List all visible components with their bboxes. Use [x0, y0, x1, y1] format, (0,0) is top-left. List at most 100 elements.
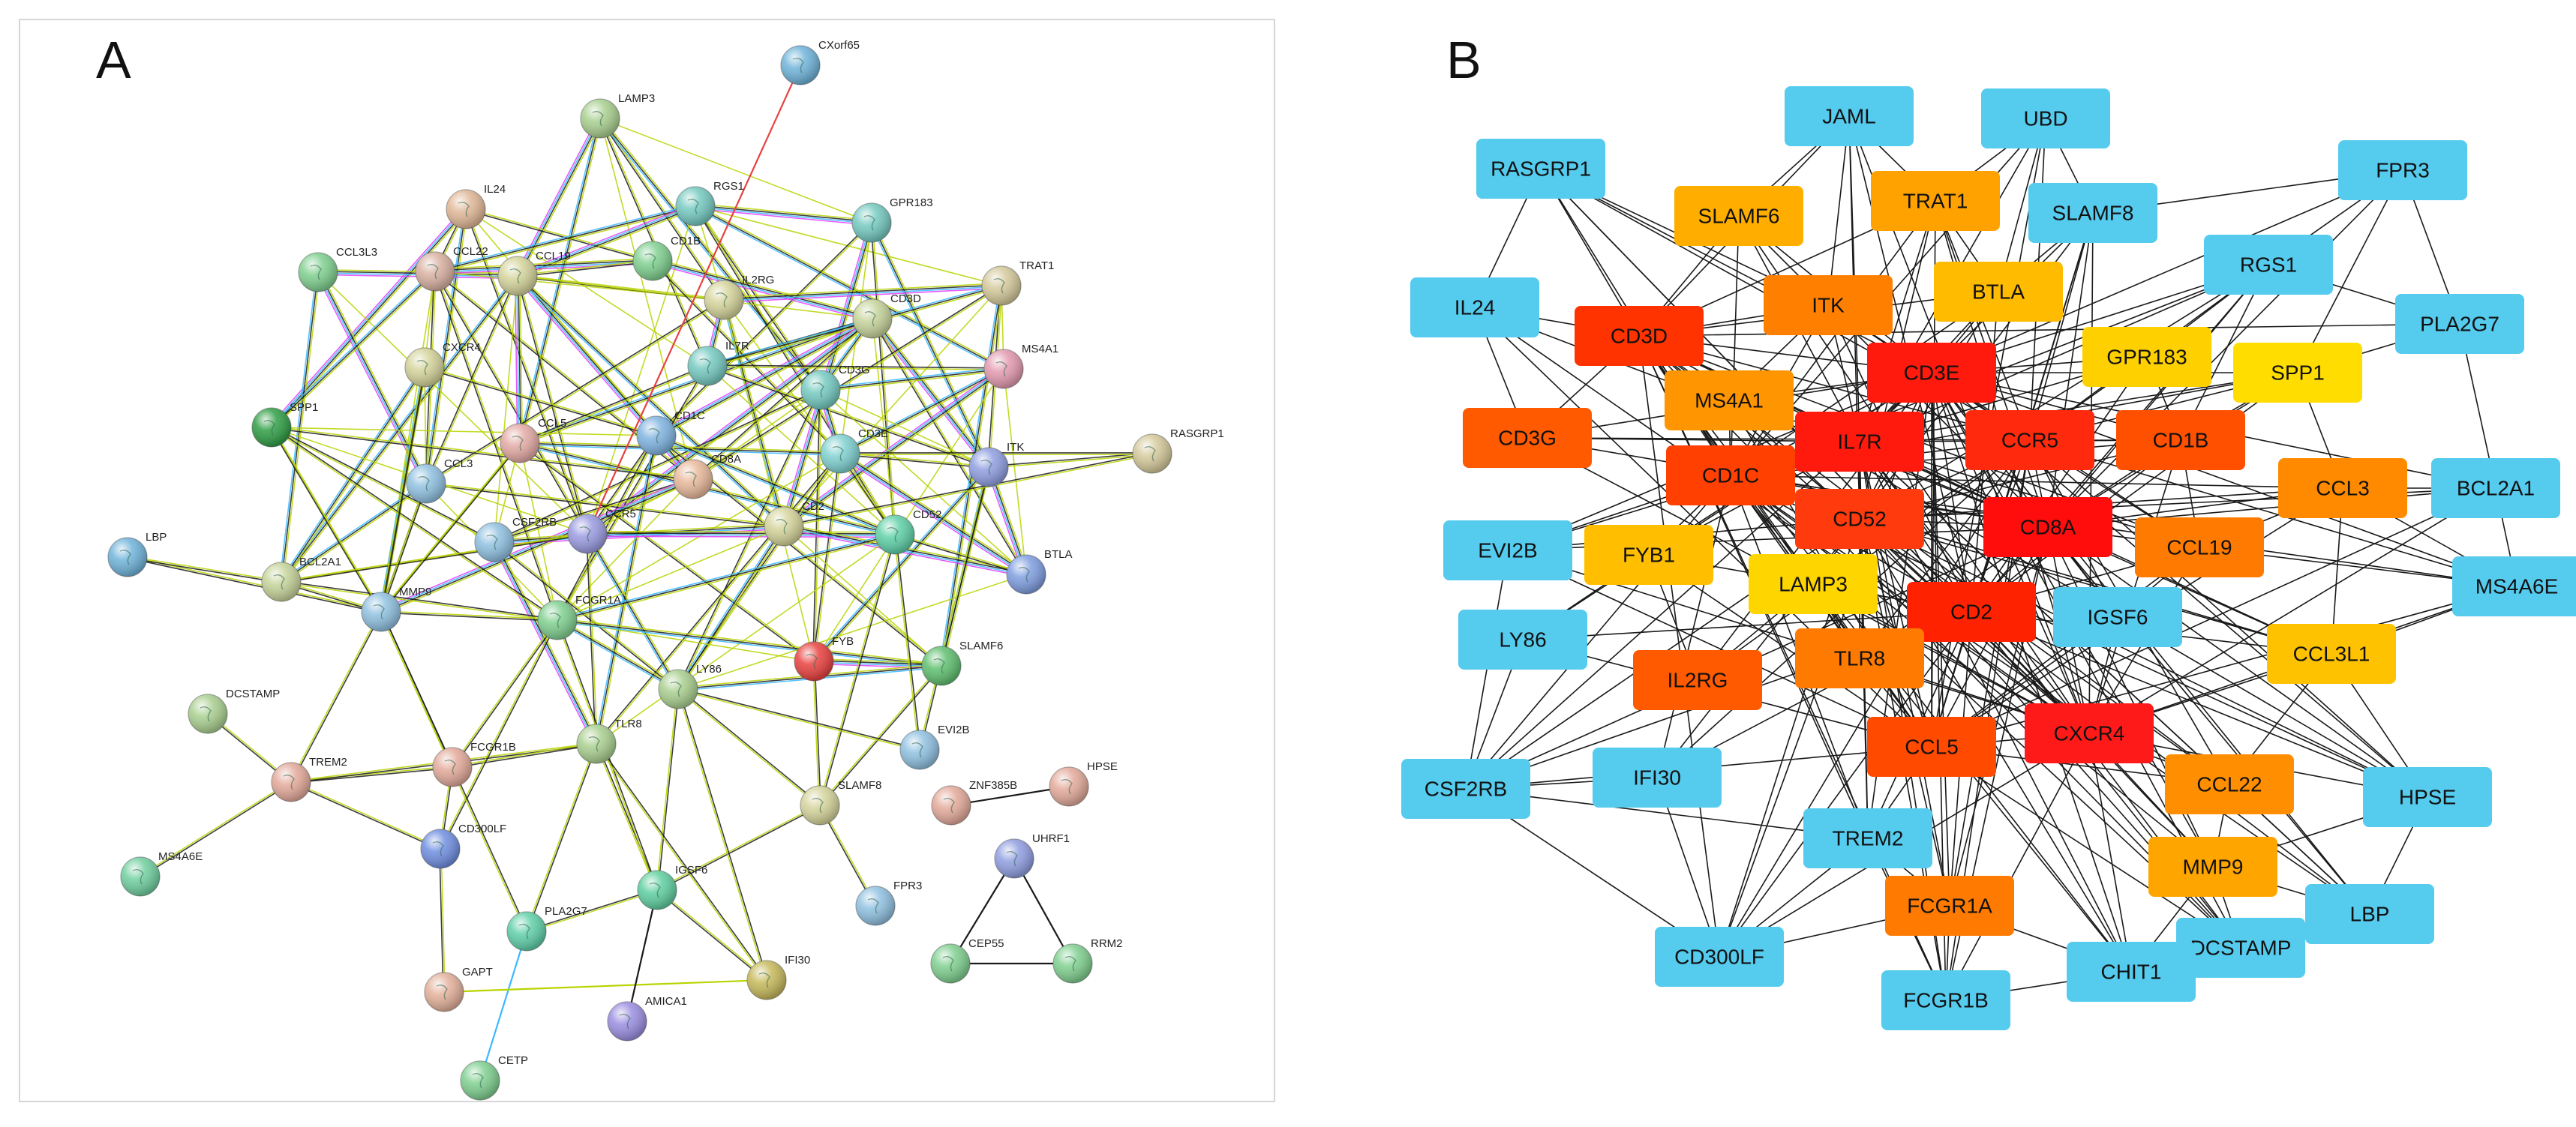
- panel-b-edge: [1859, 518, 1869, 839]
- panel-a-edge: [820, 367, 1004, 389]
- panel-a-node: MMP9: [361, 586, 431, 632]
- panel-b-edge: [1656, 518, 1860, 778]
- panel-b-edge: [1931, 372, 2181, 441]
- panel-b-node-label: UBD: [2023, 107, 2067, 130]
- panel-b-edge: [1638, 335, 2230, 785]
- panel-b-edge: [1474, 307, 1932, 748]
- panel-b-node: MS4A1: [1665, 370, 1794, 430]
- panel-b-node: FYB1: [1584, 525, 1713, 585]
- panel-b-node-label: TLR8: [1834, 647, 1885, 670]
- panel-a-letter: A: [96, 31, 131, 89]
- panel-a-node: CD3D: [852, 292, 921, 339]
- panel-b-edge: [1935, 200, 1999, 292]
- panel-a-edge: [279, 274, 517, 582]
- panel-a-edge: [812, 661, 820, 806]
- panel-b-edge: [1730, 475, 2517, 587]
- panel-b-edge: [1730, 475, 2090, 734]
- panel-a-edge: [1013, 858, 1073, 964]
- panel-a-node: EVI2B: [899, 724, 970, 770]
- panel-b-edge: [1719, 905, 1950, 958]
- panel-a-edge: [494, 390, 821, 544]
- panel-b-edge: [1638, 335, 1869, 839]
- panel-a-edge: [279, 271, 317, 582]
- panel-b-edge: [2092, 169, 2403, 214]
- panel-b-edge: [1648, 475, 1731, 556]
- panel-a-node-label: TREM2: [309, 756, 347, 769]
- panel-b-node-label: CXCR4: [2054, 722, 2125, 745]
- panel-a-node: IL7R: [687, 340, 749, 386]
- panel-a-node-label: IL24: [484, 183, 506, 196]
- panel-b-edge: [2240, 913, 2370, 949]
- panel-b-edge: [1540, 168, 1640, 337]
- panel-a-edge: [653, 258, 874, 317]
- panel-b-node: CD52: [1795, 489, 1924, 549]
- panel-a-node-label: CXorf65: [818, 39, 860, 52]
- panel-b-edge: [1638, 335, 1731, 476]
- panel-a-node-label: FYB: [832, 635, 854, 648]
- panel-b-edge: [1465, 550, 1509, 790]
- panel-a-edge: [784, 369, 1005, 528]
- panel-b-node: IGSF6: [2053, 587, 2182, 647]
- panel-b-edge: [1540, 168, 1731, 476]
- panel-b-edge: [1638, 304, 1829, 337]
- panel-b-edge: [1931, 372, 2118, 618]
- panel-a-edge: [380, 442, 521, 613]
- panel-a-node: CCL3: [406, 457, 473, 504]
- panel-a-edge: [812, 465, 988, 661]
- panel-a-node: TRAT1: [981, 259, 1054, 306]
- panel-a-edge: [520, 442, 815, 661]
- panel-b-edge: [1638, 215, 1740, 337]
- panel-b-node: CD3D: [1575, 306, 1704, 366]
- panel-a-edge: [557, 535, 896, 622]
- panel-a-edge: [282, 272, 320, 583]
- panel-b-edge: [1971, 611, 2370, 915]
- panel-a-node: PLA2G7: [506, 905, 587, 952]
- panel-a-node: ITK: [968, 441, 1024, 487]
- panel-b-node: UBD: [1981, 88, 2110, 148]
- panel-a-edge: [626, 889, 659, 1022]
- panel-b-edge: [1812, 439, 2031, 585]
- panel-a-edge: [656, 688, 678, 890]
- panel-b-edge: [2331, 586, 2517, 655]
- panel-b-edge: [2268, 264, 2460, 325]
- panel-b-node: CHIT1: [2067, 942, 2196, 1002]
- panel-b-edge: [2047, 372, 2298, 528]
- panel-a-edge: [1003, 368, 1027, 575]
- panel-b-edge: [1474, 307, 2049, 528]
- panel-b-edge: [1697, 439, 2031, 681]
- panel-a-edge: [596, 743, 659, 890]
- panel-a-node: CCL22: [415, 245, 488, 292]
- panel-a-edge: [272, 426, 559, 620]
- panel-b-edge: [1859, 439, 2031, 659]
- panel-a-edge: [517, 259, 653, 276]
- panel-a-edge: [595, 744, 657, 891]
- panel-a-edge: [725, 299, 786, 526]
- panel-a-edge: [525, 743, 596, 931]
- panel-a-edge: [518, 274, 725, 300]
- panel-a-node-label: RASGRP1: [1170, 427, 1224, 440]
- panel-a-node: GPR183: [851, 196, 933, 243]
- panel-a-edge: [380, 612, 557, 622]
- panel-b-edge: [2229, 784, 2370, 915]
- panel-a-edge: [281, 484, 428, 584]
- panel-b-edge: [1827, 115, 1850, 306]
- panel-a-edge: [871, 222, 989, 468]
- panel-a-edge: [280, 481, 426, 581]
- panel-a-edge: [895, 533, 1027, 574]
- panel-b-edge: [1507, 550, 1932, 748]
- panel-a-node-label: CD3E: [858, 427, 888, 440]
- panel-b-edge: [1859, 356, 2148, 442]
- panel-a-edge: [585, 534, 677, 691]
- panel-b-node-label: MS4A1: [1695, 389, 1764, 412]
- panel-b-edge: [1728, 400, 1932, 748]
- panel-a-node: CETP: [460, 1054, 528, 1101]
- panel-a-node: CD1B: [632, 235, 701, 281]
- panel-a-node-label: FPR3: [893, 880, 922, 892]
- panel-b-edge: [1827, 304, 1972, 613]
- panel-b-edge: [1812, 583, 1932, 748]
- panel-a-edge: [599, 118, 872, 223]
- panel-b-node-label: EVI2B: [1478, 539, 1537, 562]
- panel-b-edge: [1949, 611, 1972, 907]
- panel-b-node-label: CD300LF: [1674, 946, 1764, 969]
- panel-b-edge: [2199, 547, 2517, 587]
